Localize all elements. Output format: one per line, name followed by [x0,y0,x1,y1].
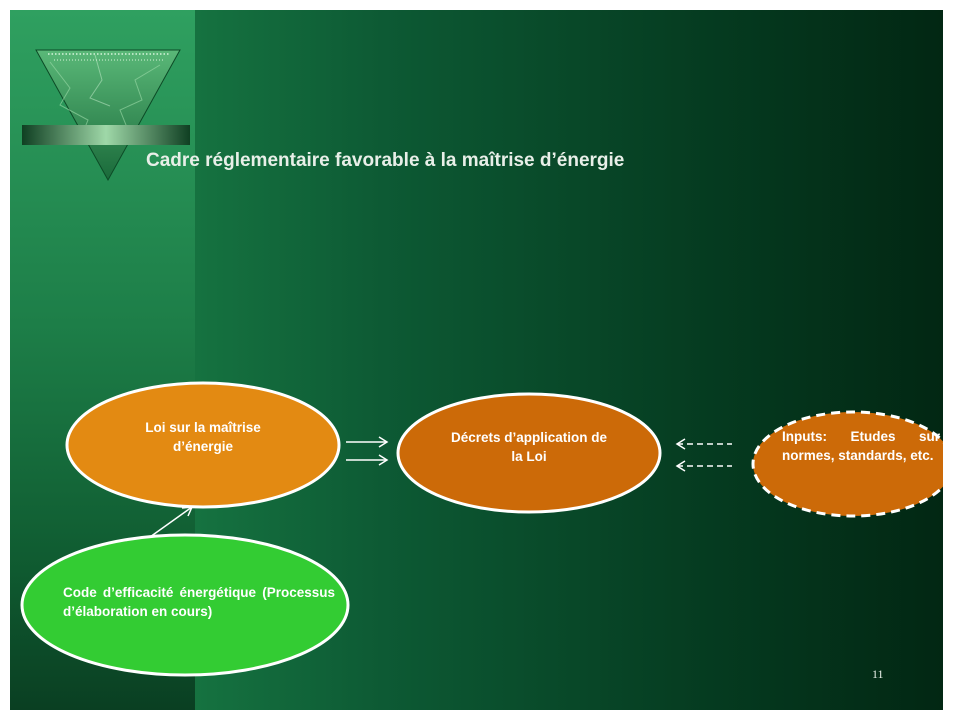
loi-label: Loi sur la maîtrise d’énergie [145,420,261,454]
triangle-logo-icon [22,49,190,182]
loi-ellipse [65,381,341,509]
slide-title: Cadre réglementaire favorable à la maîtr… [146,150,625,171]
slide: Cadre réglementaire favorable à la maîtr… [10,10,943,710]
decrets-ellipse [396,392,662,514]
diagram [20,381,943,677]
arrow-loi-to-decrets-2 [346,454,389,466]
inputs-label: Inputs: Etudes sur normes, standards, et… [782,429,940,463]
arrow-code-to-loi [149,506,194,538]
dashed-arrow-inputs-to-decrets-2 [675,460,732,472]
decrets-label: Décrets d’application de la Loi [450,430,608,464]
page-number: 11 [872,667,884,681]
code-ellipse [20,533,350,677]
inputs-ellipse [751,410,943,518]
arrow-loi-to-decrets-1 [346,436,389,448]
code-label: Code d’efficacité énergétique (Processus… [63,585,335,619]
dashed-arrow-inputs-to-decrets-1 [675,438,732,450]
